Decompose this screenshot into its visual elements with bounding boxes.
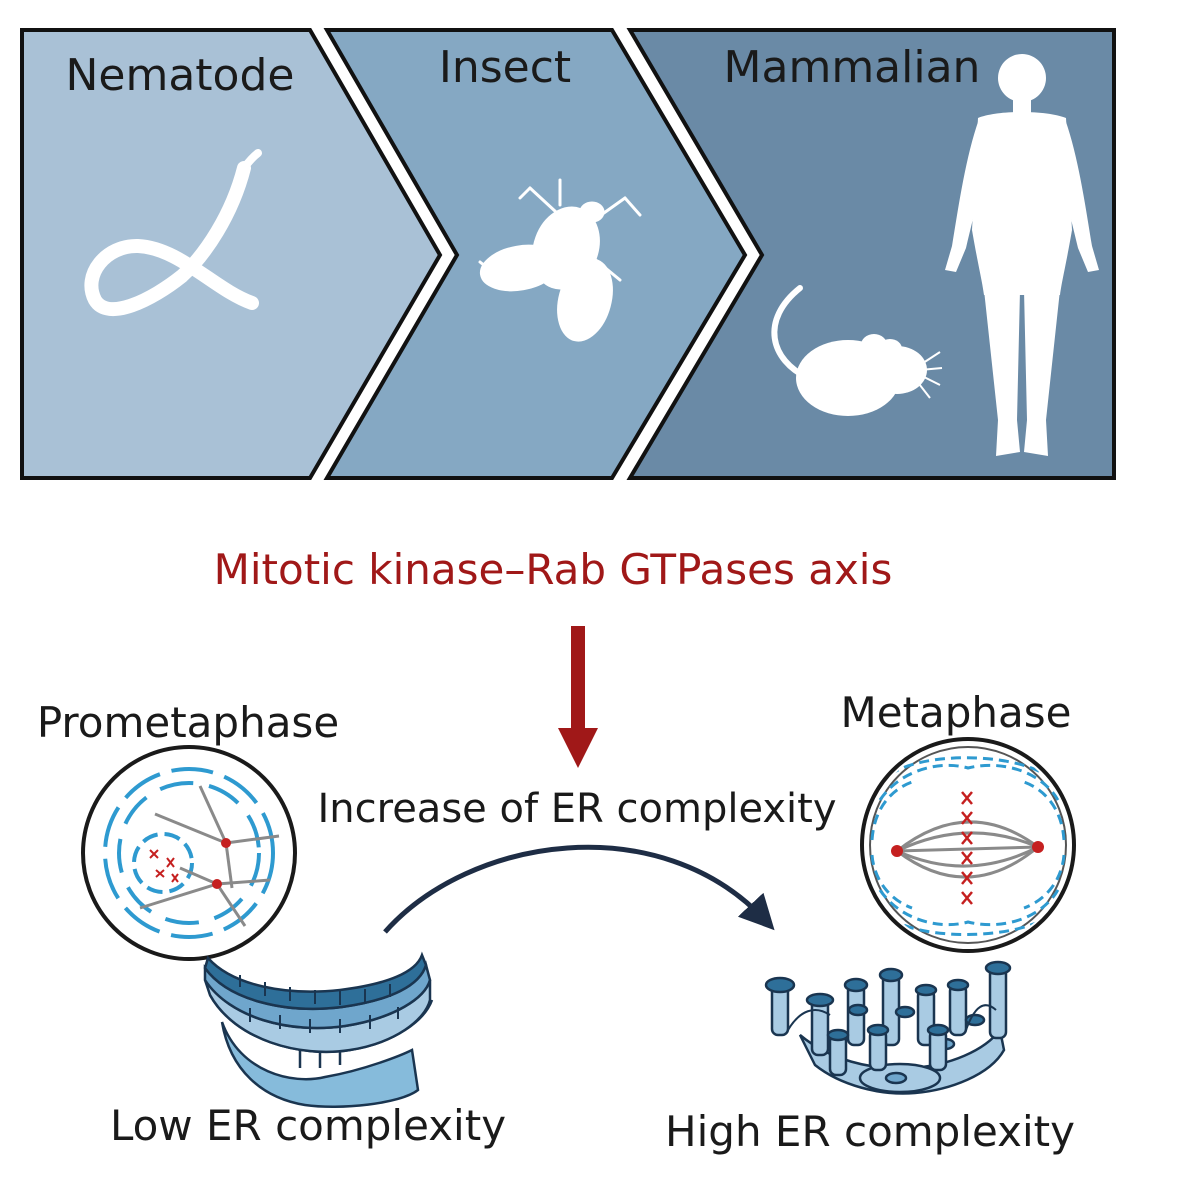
organism-banner: Nematode Insect Mammalian (20, 28, 1116, 480)
panel-label-mammalian: Mammalian (724, 42, 981, 93)
high-er-label: High ER complexity (665, 1107, 1075, 1156)
low-er-complexity-icon (203, 951, 434, 1108)
prometaphase-cell (81, 745, 297, 961)
human-icon (945, 54, 1099, 456)
panel-label-insect: Insect (439, 42, 571, 93)
low-er-label: Low ER complexity (110, 1101, 506, 1150)
transition-arrow (383, 844, 775, 934)
metaphase-cell (860, 737, 1076, 953)
axis-title: Mitotic kinase–Rab GTPases axis (214, 545, 893, 594)
nematode-icon (84, 149, 262, 317)
high-er-complexity-icon (764, 960, 1012, 1095)
fly-icon (478, 178, 642, 342)
panel-nematode (20, 28, 443, 480)
phase-label-metaphase: Metaphase (840, 688, 1071, 737)
down-arrow (558, 626, 598, 768)
mouse-icon (771, 285, 943, 416)
transition-label: Increase of ER complexity (317, 786, 836, 832)
phase-label-prometaphase: Prometaphase (37, 698, 339, 747)
panel-label-nematode: Nematode (66, 50, 295, 101)
